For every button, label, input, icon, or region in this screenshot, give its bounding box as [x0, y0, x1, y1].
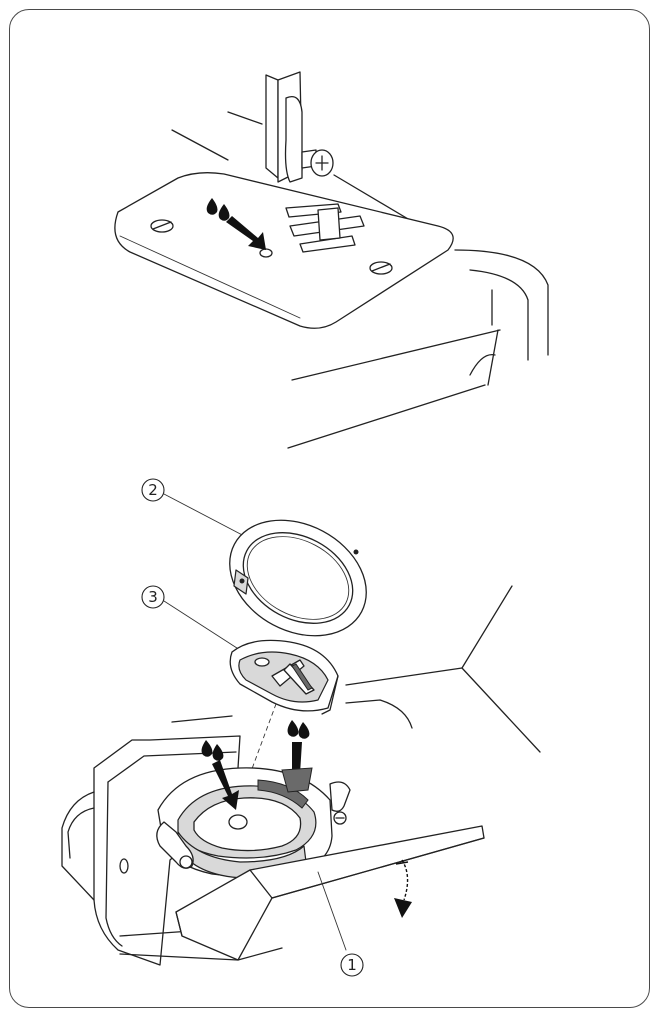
housing-side: [61, 791, 95, 901]
callout-2-label: 2: [148, 481, 158, 499]
bed-edge-line: [345, 667, 463, 686]
callout-3-group: 3: [141, 585, 241, 651]
callout-3-circle: [141, 585, 165, 609]
page-frame: [9, 9, 650, 1008]
hook-seat: [281, 767, 313, 793]
oil-drop-icon: [201, 740, 224, 761]
needle-clamp: [284, 95, 303, 183]
arrow-down-icon: [226, 216, 266, 250]
arm-edge-line: [227, 111, 263, 125]
needle-plate-illustration: [114, 71, 549, 449]
feed-dog-slot: [317, 207, 341, 241]
plate-edge-thickness: [119, 235, 301, 319]
cover-edge: [271, 837, 485, 899]
housing-inner-edge: [105, 781, 123, 947]
arrow-down-icon: [212, 760, 239, 810]
cover-fold-line: [175, 911, 183, 937]
lever-screw: [179, 855, 193, 869]
screw-slot: [315, 155, 329, 171]
machine-front-line: [287, 384, 486, 449]
race-well: [193, 797, 302, 852]
race-center-pin: [228, 814, 248, 830]
callout-2-leader: [163, 493, 249, 539]
hook: [229, 639, 339, 715]
bobbin-case-ring: [229, 519, 367, 637]
machine-side-panel-inner: [469, 269, 529, 361]
callout-1-group: 1: [317, 871, 364, 977]
bed-edge-line: [171, 129, 229, 161]
race-lever-right: [329, 781, 351, 812]
screw-slot: [371, 263, 391, 272]
bed-edge-line: [171, 715, 233, 723]
curved-arrow-icon: [394, 859, 412, 918]
bed-edge-line: [461, 667, 541, 753]
housing-side-inner: [67, 807, 95, 859]
machine-front-curve: [487, 329, 499, 386]
callout-2-circle: [141, 478, 165, 502]
machine-bed-lines: [171, 585, 541, 753]
presser-bar: [265, 74, 279, 179]
race-rail: [257, 779, 309, 809]
feed-dog-slot: [285, 203, 342, 218]
machine-side-panel: [454, 249, 549, 356]
machine-front-line: [291, 329, 501, 381]
bed-edge-line: [461, 585, 513, 669]
screw-slot: [152, 221, 172, 230]
bed-edge-line: [345, 699, 413, 729]
callout-3-leader: [163, 600, 241, 651]
needle-plate: [114, 172, 454, 329]
callout-1-label: 1: [347, 956, 357, 974]
needle-hole: [259, 248, 273, 258]
housing-hole: [119, 858, 129, 874]
callout-1-circle: [340, 953, 364, 977]
callout-3-label: 3: [148, 588, 158, 606]
oil-drop-icon: [206, 198, 230, 221]
cover-fold-line: [249, 869, 273, 899]
callout-2-group: 2: [141, 478, 249, 539]
oil-drop-icon: [287, 720, 310, 739]
shuttle-race-assembly: [61, 720, 485, 966]
machine-front-curve: [469, 354, 496, 376]
callout-1-leader: [317, 871, 347, 951]
